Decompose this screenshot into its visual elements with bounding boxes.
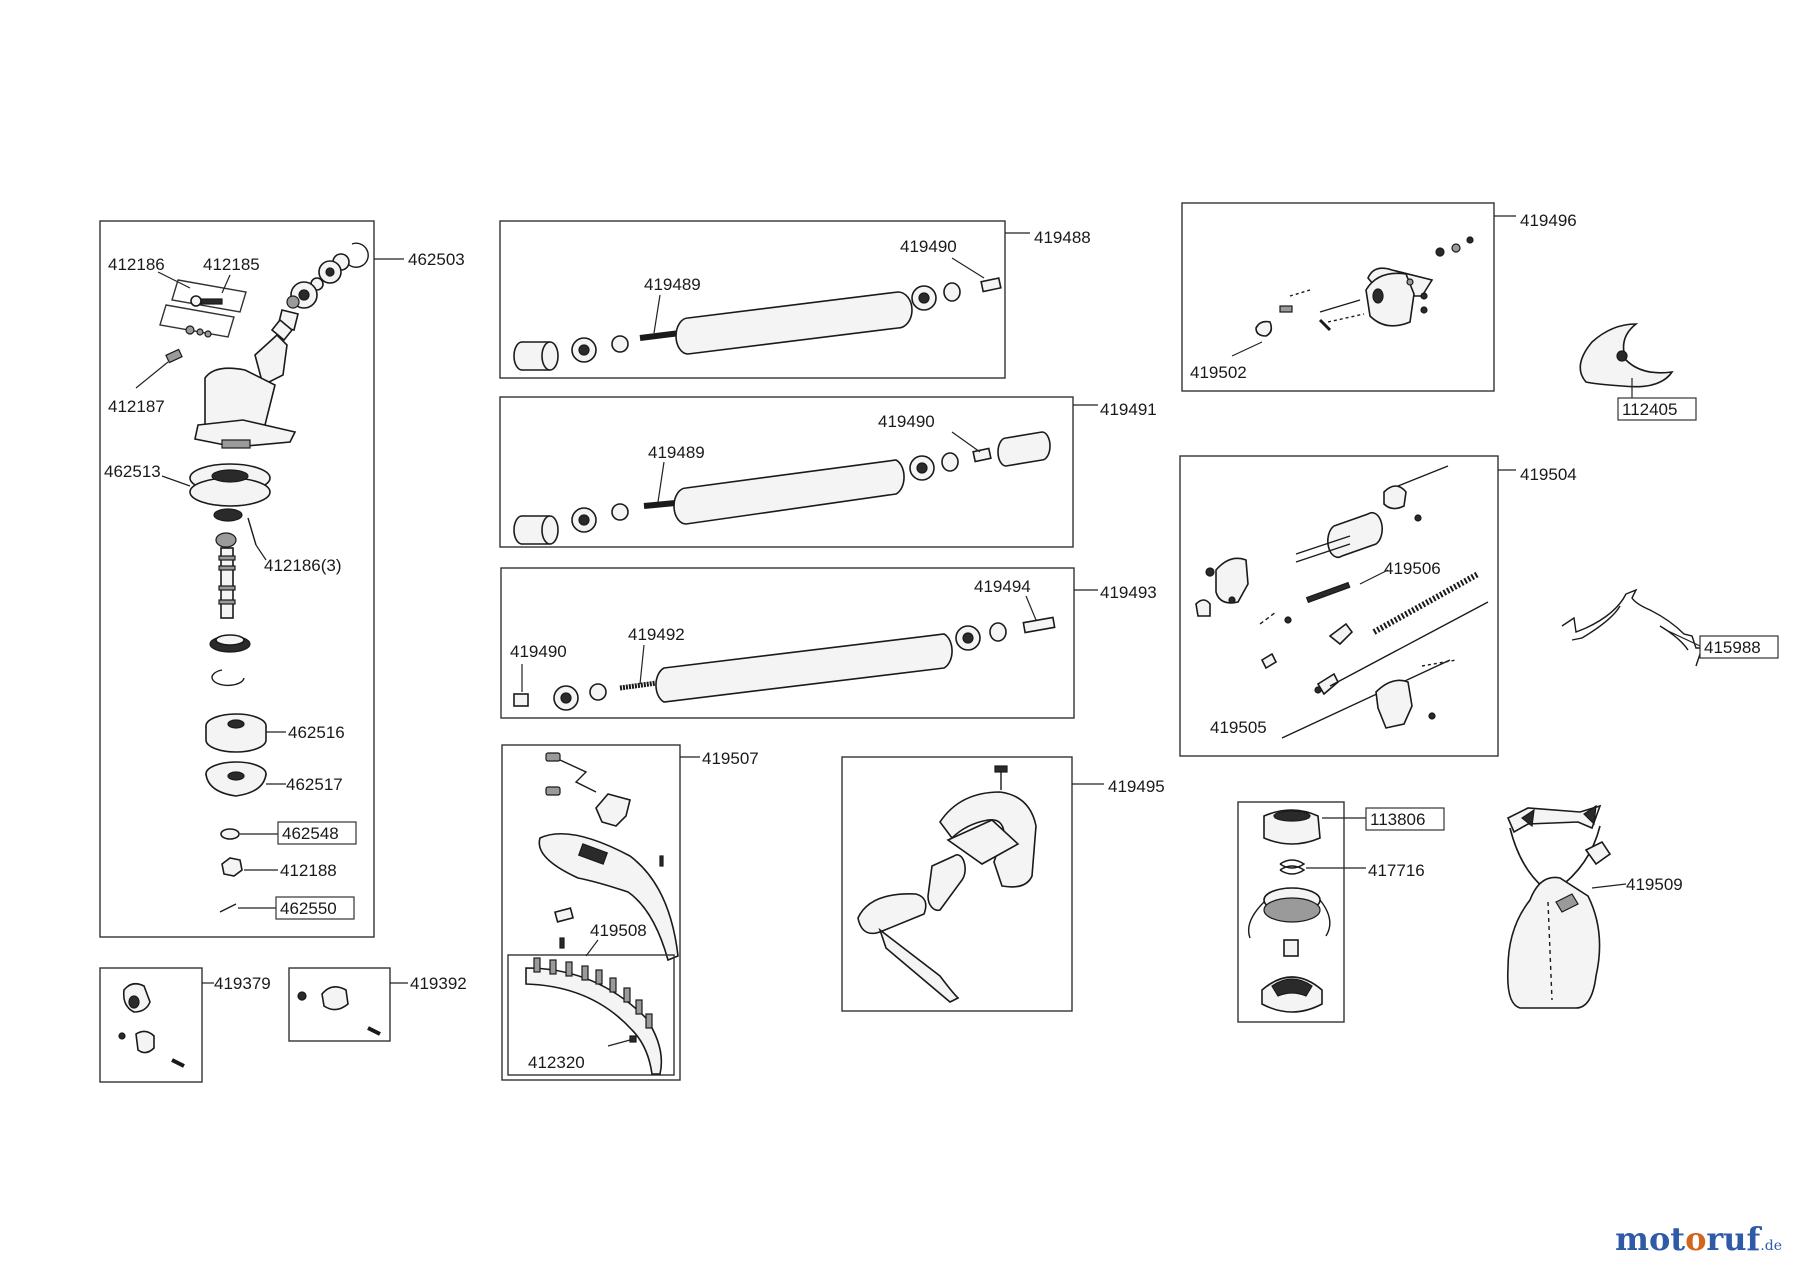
label-419493: 419493: [1100, 583, 1157, 602]
label-412320: 412320: [528, 1053, 585, 1072]
label-419490-b: 419490: [878, 412, 935, 431]
label-419392: 419392: [410, 974, 467, 993]
harness-top-strap: [1506, 804, 1602, 834]
label-419506: 419506: [1384, 559, 1441, 578]
label-415988: 415988: [1704, 638, 1761, 657]
label-412186: 412186: [108, 255, 165, 274]
spring-417716: [1279, 859, 1306, 875]
guard-419507: [538, 832, 679, 962]
nut-412188: [221, 857, 243, 877]
harness-pad: [1506, 876, 1601, 1009]
label-412188: 412188: [280, 861, 337, 880]
label-419496: 419496: [1520, 211, 1577, 230]
screw-412187: [165, 348, 183, 364]
label-462516: 462516: [288, 723, 345, 742]
label-419495: 419495: [1108, 777, 1165, 796]
label-419488: 419488: [1034, 228, 1091, 247]
circlip-top: [347, 242, 369, 268]
label-419492: 419492: [628, 625, 685, 644]
barrier-415988: [1561, 588, 1703, 667]
label-419507: 419507: [702, 749, 759, 768]
blade-112405-group: 112405: [1579, 323, 1697, 421]
label-462503: 462503: [408, 250, 465, 269]
label-462548: 462548: [282, 824, 339, 843]
label-419502: 419502: [1190, 363, 1247, 382]
label-412186-3: 412186(3): [264, 556, 342, 575]
throttle-419504-group: 419504 419506 419505: [1179, 455, 1577, 757]
trimmer-head-group: 113806 417716: [1237, 801, 1445, 1023]
label-462550: 462550: [280, 899, 337, 918]
throttle-419496-group: 419496 419502: [1181, 202, 1577, 392]
label-419509: 419509: [1626, 875, 1683, 894]
screw-kit-frame-b: [159, 304, 235, 338]
guard-bracket: [595, 793, 631, 827]
handle-sleeve: [927, 854, 966, 912]
blade-112405: [1579, 323, 1674, 388]
guard-419507-group: 419507 419508 412320: [501, 744, 759, 1081]
gearhead-frame: [99, 220, 375, 938]
trimmer-blade-419508: [525, 967, 663, 1075]
pin-419490-c: [513, 693, 529, 707]
barrier-415988-group: 415988: [1561, 588, 1779, 667]
spool-bolt: [1283, 939, 1299, 957]
throttle-nut: [1255, 320, 1273, 337]
label-462513: 462513: [104, 462, 161, 481]
label-419505: 419505: [1210, 718, 1267, 737]
label-412187: 412187: [108, 397, 165, 416]
label-419504: 419504: [1520, 465, 1577, 484]
bearing-mid: [213, 508, 243, 522]
clamp-419379-group: 419379: [99, 967, 271, 1083]
washer-462548: [220, 828, 240, 840]
tube-419493: [655, 633, 953, 703]
label-113806: 113806: [1370, 810, 1425, 829]
handle-419495-group: 419495: [841, 756, 1165, 1012]
throttle-collar: [1383, 485, 1407, 510]
label-412185: 412185: [203, 255, 260, 274]
throttle-spring: [1372, 571, 1480, 635]
label-419490-a: 419490: [900, 237, 957, 256]
shaft-419488-group: 419488 419489 419490: [499, 220, 1091, 379]
handle-clamp: [857, 893, 927, 935]
clamp-419392: [321, 986, 349, 1011]
tube-419491: [673, 459, 905, 525]
plug-419488: [541, 341, 559, 371]
trimmer-blade-frame: [507, 954, 675, 1076]
plug-419491: [541, 515, 559, 545]
screw-kit-frame-a: [171, 279, 247, 313]
label-419494: 419494: [974, 577, 1031, 596]
pin-462550: [219, 903, 237, 913]
harness-419509-group: 419509: [1506, 804, 1683, 1009]
label-112405: 112405: [1622, 400, 1677, 419]
throttle-grip: [1327, 511, 1383, 559]
label-419379: 419379: [214, 974, 271, 993]
clamp-419392-group: 419392: [288, 967, 467, 1042]
throttle-body: [1215, 557, 1249, 604]
label-419490-c: 419490: [510, 642, 567, 661]
label-462517: 462517: [286, 775, 343, 794]
plug-419491-end: [997, 431, 1051, 467]
label-419508: 419508: [590, 921, 647, 940]
gearhead-assembly: 462503 412186 412185 412187: [99, 220, 465, 938]
shaft-419491-group: 419491 419489 419490: [499, 396, 1157, 548]
label-419489-a: 419489: [644, 275, 701, 294]
pin-419494: [1022, 616, 1056, 634]
blade-teeth: [533, 957, 653, 1029]
circlip-lower: [211, 669, 245, 687]
motoruf-logo: motoruf.de: [1615, 1220, 1782, 1258]
shaft-419493-group: 419493 419490 419492 419494: [500, 567, 1157, 719]
label-419489-b: 419489: [648, 443, 705, 462]
throttle-housing: [1365, 272, 1415, 327]
throttle-trigger-housing: [1375, 679, 1413, 729]
tube-419488: [675, 291, 913, 355]
handle-lever: [878, 927, 960, 1003]
loop-handle: [939, 791, 1037, 888]
label-419491: 419491: [1100, 400, 1157, 419]
label-417716: 417716: [1368, 861, 1425, 880]
